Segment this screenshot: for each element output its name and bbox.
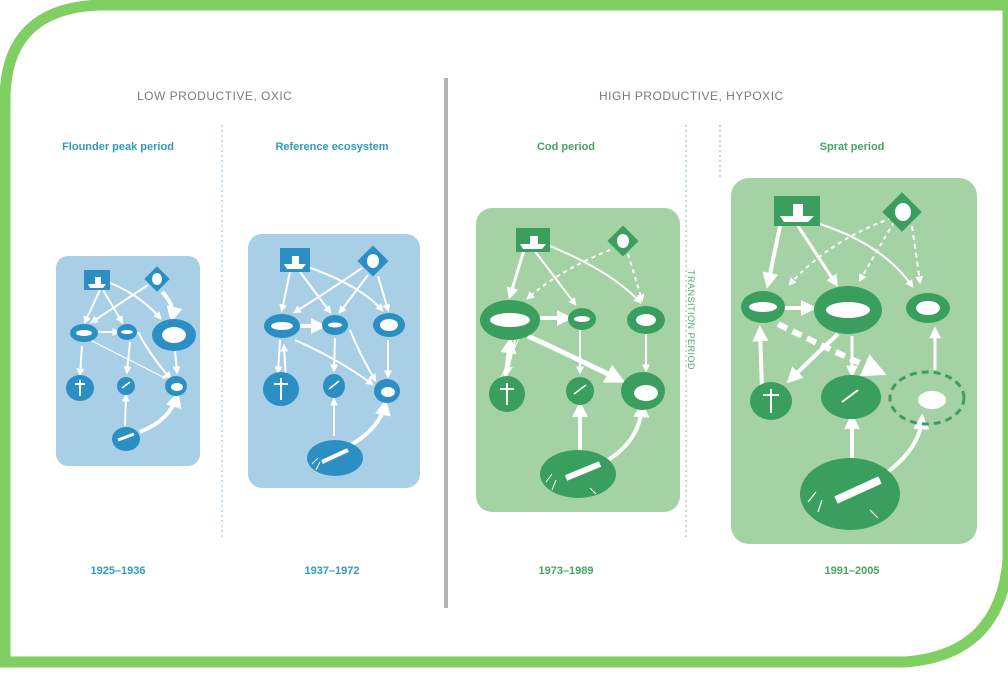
period-label-reference: Reference ecosystem [275,141,389,153]
years-sprat: 1991–2005 [824,565,880,577]
fishing-boat-icon [774,196,820,226]
mysid-icon [566,377,594,405]
cod-icon [70,324,98,342]
phytoplankton-icon [800,458,900,530]
transition-period-label: TRANSITION PERIOD [686,270,696,371]
years-flounder: 1925–1936 [90,565,146,577]
fishing-boat-icon [516,228,550,252]
years-reference: 1937–1972 [304,565,360,577]
flounder-icon [152,319,196,351]
section-title-low-productive: LOW PRODUCTIVE, OXIC [137,89,293,103]
panel-flounder-peak [56,256,200,466]
panel-reference-ecosystem [248,234,420,488]
phytoplankton-icon [112,427,140,451]
copepod-icon [66,375,94,401]
years-cod: 1973–1989 [538,565,594,577]
cod-icon [741,291,785,323]
sprat-icon [117,324,137,340]
flounder-icon [373,313,405,337]
fishing-boat-icon [84,270,110,290]
period-label-flounder: Flounder peak period [62,141,174,153]
clam-icon [165,376,187,396]
phytoplankton-icon [540,450,616,498]
clam-icon [374,379,400,403]
seal-icon [882,192,922,232]
clam-icon [621,372,665,410]
sprat-icon [568,308,596,330]
seal-icon [144,266,170,292]
mysid-icon [117,377,135,395]
copepod-icon [263,372,299,406]
period-label-cod: Cod period [536,141,596,153]
flounder-icon [906,293,950,323]
phytoplankton-icon [307,440,363,476]
fishing-boat-icon [280,248,310,272]
panel-sprat-period [731,178,977,544]
copepod-icon [750,382,792,420]
clam-icon [888,370,966,426]
sprat-icon [814,286,882,334]
cod-icon [480,300,540,340]
copepod-icon [489,376,525,412]
cod-icon [264,314,300,338]
period-label-sprat: Sprat period [819,141,885,153]
mysid-icon [323,374,345,398]
sprat-icon [322,315,348,335]
section-title-high-productive: HIGH PRODUCTIVE, HYPOXIC [599,89,784,103]
mysid-icon [821,375,881,419]
seal-icon [357,245,389,277]
flounder-icon [627,306,665,334]
panel-cod-period [476,208,680,512]
